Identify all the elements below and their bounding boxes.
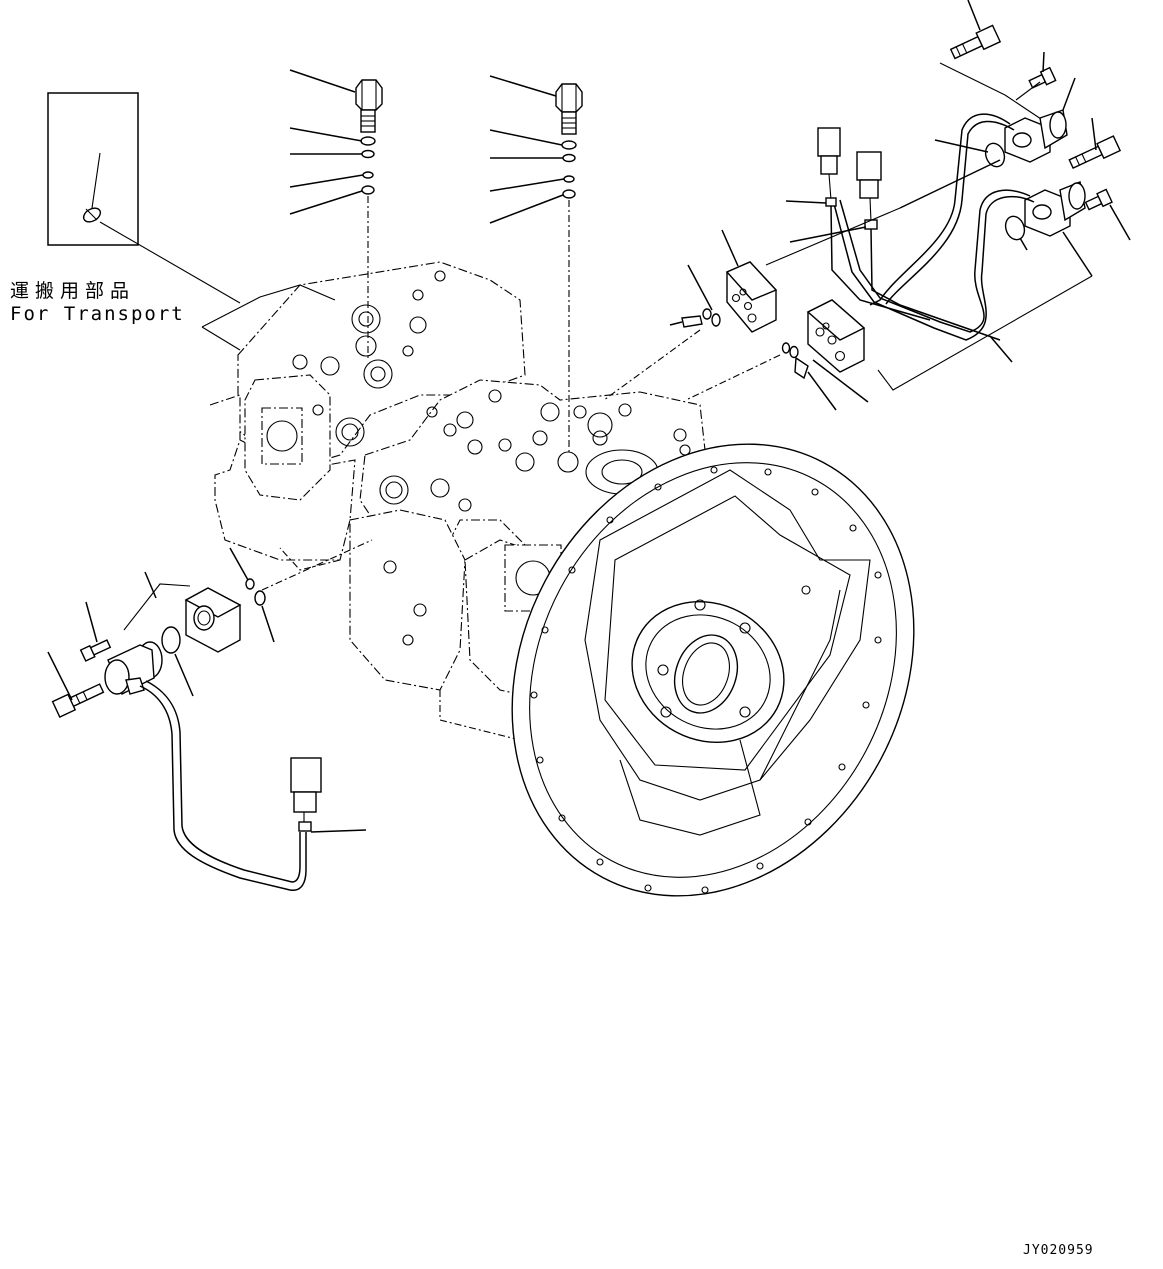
transport-label-en: For Transport [10,303,185,325]
solenoid-assembly-right [603,0,1131,411]
flywheel-housing [511,443,915,897]
drawing-id: JY020959 [1023,1243,1094,1258]
transport-part-inset [47,92,336,351]
solenoid-assembly-left [47,539,373,891]
main-pump-body [209,261,706,741]
plug-assembly-left [289,69,383,360]
plug-assembly-center [489,75,583,455]
transport-label-jp: 運搬用部品 [10,280,136,302]
